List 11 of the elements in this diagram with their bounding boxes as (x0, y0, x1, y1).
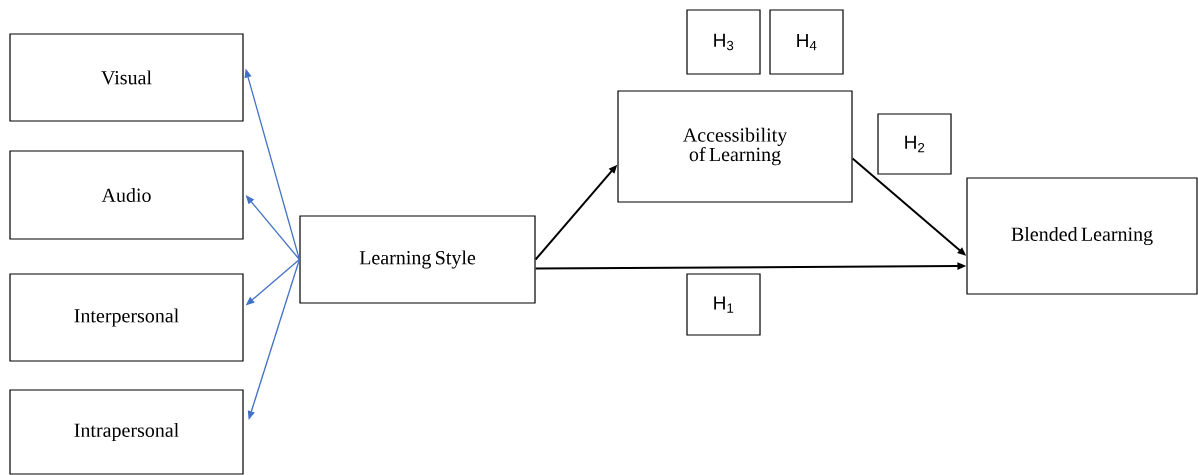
hypothesis-box: H$_{1}$ (686, 273, 761, 336)
hypothesis-box: H$_{2}$ (877, 113, 952, 175)
concept-box: Intrapersonal (9, 389, 244, 475)
concept-box: Blended Learning (966, 177, 1198, 295)
concept-box: Audio (9, 150, 244, 240)
concept-box: Learning Style (299, 215, 536, 304)
concept-box: Interpersonal (9, 273, 244, 362)
hypothesis-box: H$_{4}$ (769, 9, 844, 75)
concept-box: Accessibility of Learning (617, 90, 853, 203)
concept-box: Visual (9, 33, 244, 122)
hypothesis-box: H$_{3}$ (686, 9, 761, 75)
